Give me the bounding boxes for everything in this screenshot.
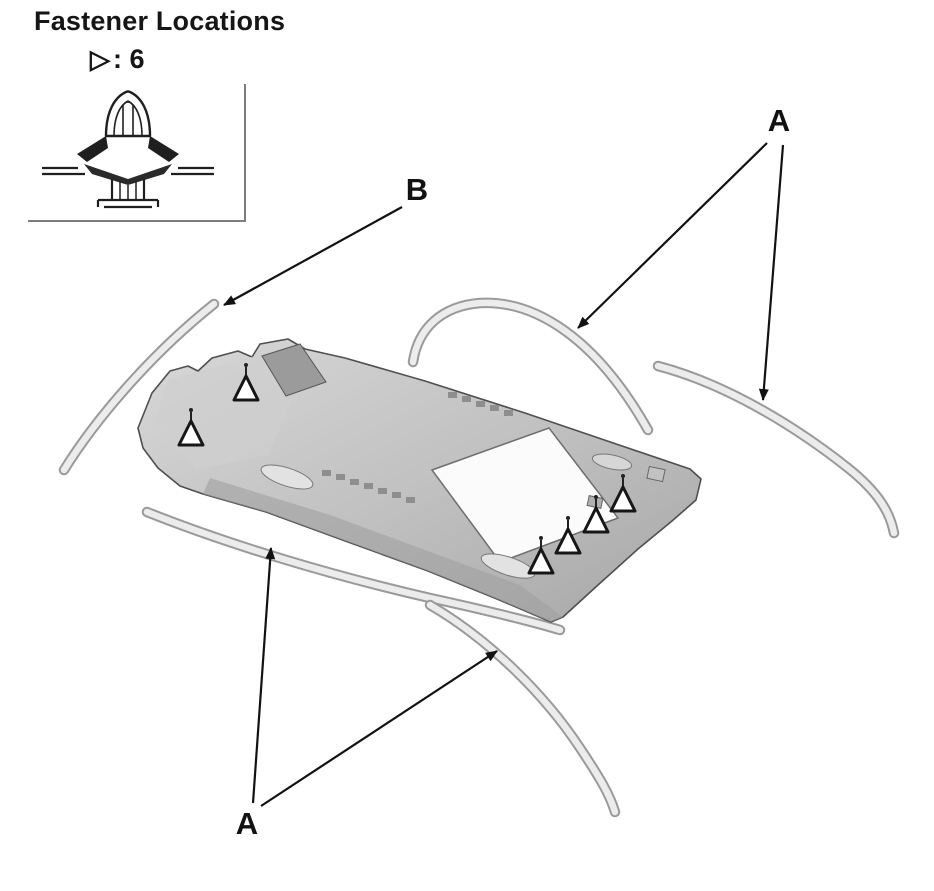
arrow-a-to-front-side-rail: [260, 650, 498, 807]
label-a-top: A: [768, 103, 790, 138]
trim-strip-rear-arch: [407, 297, 654, 436]
fastener-count-label: : 6: [113, 44, 145, 74]
clip-marker: [527, 536, 555, 575]
clip-detail-inset: [28, 84, 246, 222]
arrow-a-to-rear-arch: [577, 142, 768, 329]
clip-marker: [232, 363, 260, 402]
trim-strip-front-side-rail: [424, 599, 621, 818]
arrow-a-to-left-side-rail: [251, 547, 276, 804]
label-a-bottom: A: [236, 806, 258, 841]
callout-arrows: [223, 142, 785, 807]
arrow-b-to-pillar-trim: [223, 206, 403, 306]
clip-triangle-icon: ▷: [90, 44, 110, 74]
ribbed-detail: [322, 392, 513, 503]
fastener-legend: ▷ : 6: [90, 44, 145, 75]
panel-edge-shading: [203, 478, 563, 622]
clip-marker: [554, 516, 582, 555]
grab-handle-slots: [260, 453, 633, 579]
arrow-a-to-right-rail: [758, 144, 785, 401]
clip-marker: [582, 495, 610, 534]
clip-markers: [177, 363, 637, 575]
clip-marker: [177, 408, 205, 447]
trim-strip-left-side-rail: [141, 506, 566, 636]
clip-marker: [609, 474, 637, 513]
page-title: Fastener Locations: [34, 6, 286, 36]
trim-strip-right-rail: [652, 360, 900, 539]
label-b: B: [406, 172, 428, 207]
map-light-housing: [261, 343, 327, 397]
trim-strip-b-left-pillar: [58, 298, 220, 476]
push-clip-cross-section-icon: [42, 90, 214, 209]
sunroof-opening: [430, 427, 620, 563]
